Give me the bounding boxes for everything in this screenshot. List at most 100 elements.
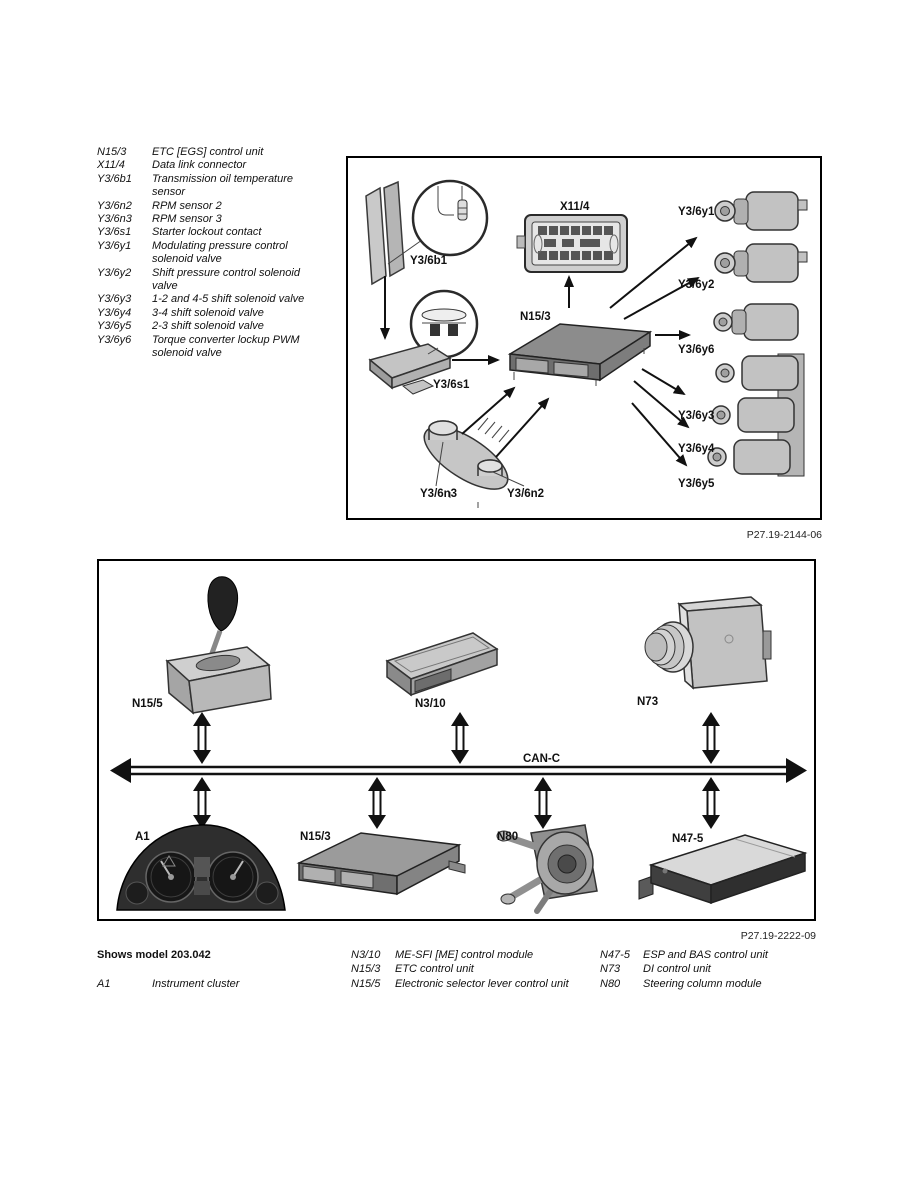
legend-code: N15/5	[351, 977, 381, 990]
label-y3-6s1: Y3/6s1	[433, 379, 470, 391]
label-y3-6y6: Y3/6y6	[678, 344, 714, 356]
y3-6s1-graphic	[368, 289, 479, 395]
legend-code: N15/3	[97, 146, 127, 158]
legend-row: A1 Instrument cluster	[97, 977, 342, 991]
diagram1-svg: Y3/6b1 X11/4	[365, 179, 808, 508]
n15-5-selector-graphic	[165, 576, 272, 715]
n15-3-ecu-graphic-bottom	[296, 832, 466, 896]
diagram-transmission-components: Y3/6b1 X11/4	[346, 156, 822, 520]
label-a1: A1	[135, 831, 150, 843]
y3-6y3-y4-y5-solenoids-graphic	[707, 353, 805, 477]
x11-4-connector-graphic	[516, 214, 628, 273]
legend-code: N80	[600, 977, 621, 990]
legend-desc: RPM sensor 2	[152, 199, 222, 212]
legend-code: N73	[600, 963, 621, 976]
legend-code: Y3/6b1	[97, 172, 132, 185]
label-y3-6y4: Y3/6y4	[678, 443, 715, 455]
legend-row: N15/3 ETC control unit	[351, 962, 596, 976]
bus-connection-arrows	[192, 711, 721, 830]
y3-6b1-sensor-graphic	[365, 179, 489, 286]
legend-code: N15/3	[351, 963, 381, 976]
legend-row: N15/5 Electronic selector lever control u…	[351, 977, 596, 991]
label-n15-5: N15/5	[132, 698, 163, 710]
label-n80: N80	[497, 831, 518, 843]
legend-code: A1	[97, 978, 111, 990]
label-n15-3-bottom: N15/3	[300, 831, 331, 843]
label-n15-3: N15/3	[520, 311, 551, 323]
diagram-can-network: CAN-C N15/5	[97, 559, 816, 921]
legend-code: X11/4	[97, 159, 125, 172]
label-y3-6y3: Y3/6y3	[678, 410, 714, 422]
legend-row: Y3/6n3 RPM sensor 3	[97, 213, 352, 226]
legend-desc: Torque converter lockup PWM solenoid val…	[152, 333, 300, 360]
legend-desc: Steering column module	[643, 977, 762, 990]
legend-code: Y3/6y5	[97, 320, 132, 333]
legend-code: Y3/6y4	[97, 306, 132, 319]
label-y3-6y5: Y3/6y5	[678, 478, 715, 490]
legend-code: N3/10	[351, 949, 381, 961]
label-x11-4: X11/4	[560, 201, 590, 213]
model-note: Shows model 203.042	[97, 949, 211, 961]
signal-arrows	[380, 236, 700, 467]
n73-unit-graphic	[644, 596, 772, 690]
legend-row: X11/4 Data link connector	[97, 159, 352, 172]
legend-code: Y3/6n3	[97, 213, 132, 226]
legend-desc: 3-4 shift solenoid valve	[152, 306, 264, 319]
legend-desc: Data link connector	[152, 159, 247, 172]
a1-cluster-graphic	[116, 824, 286, 911]
y3-6y1-y2-solenoids-graphic	[714, 191, 808, 283]
legend-desc: 1-2 and 4-5 shift solenoid valve	[152, 293, 305, 306]
label-n47-5: N47-5	[672, 833, 704, 845]
legend-row: Y3/6s1 Starter lockout contact	[97, 226, 352, 239]
legend-desc: 2-3 shift solenoid valve	[152, 320, 264, 333]
can-c-bus	[110, 758, 807, 783]
n3-10-module-graphic	[385, 632, 499, 697]
legend-row: N15/3 ETC [EGS] control unit	[97, 146, 352, 159]
legend-desc: ETC control unit	[395, 963, 474, 976]
legend-desc: ETC [EGS] control unit	[152, 146, 264, 158]
legend-desc: Starter lockout contact	[152, 226, 262, 239]
legend-code: Y3/6y3	[97, 293, 132, 306]
legend-desc: RPM sensor 3	[152, 213, 222, 226]
label-n3-10: N3/10	[415, 698, 446, 710]
legend-row: Y3/6y4 3-4 shift solenoid valve	[97, 307, 352, 320]
label-y3-6n3: Y3/6n3	[420, 488, 457, 500]
legend-row: Y3/6y5 2-3 shift solenoid valve	[97, 320, 352, 333]
diagram2-svg: CAN-C N15/5	[110, 576, 808, 914]
label-y3-6b1: Y3/6b1	[410, 255, 448, 267]
legend-desc: Shift pressure control solenoid valve	[152, 266, 300, 293]
legend-desc: Electronic selector lever control unit	[395, 977, 569, 990]
legend-row: N47-5 ESP and BAS control unit	[600, 948, 820, 962]
bottom-legend-col3: N47-5 ESP and BAS control unit N73 DI cont…	[600, 948, 820, 991]
n80-steering-graphic	[496, 824, 598, 914]
n47-5-unit-graphic	[638, 834, 808, 905]
legend-code: Y3/6s1	[97, 226, 132, 239]
legend-row: Y3/6n2 RPM sensor 2	[97, 200, 352, 213]
n15-3-ecu-graphic	[507, 323, 653, 386]
legend-code: Y3/6y1	[97, 239, 132, 252]
diagram2-caption: P27.19-2222-09	[740, 930, 816, 942]
legend-code: Y3/6n2	[97, 199, 132, 212]
legend-row: N73 DI control unit	[600, 962, 820, 976]
legend-desc: Modulating pressure control solenoid val…	[152, 239, 288, 266]
legend-desc: Transmission oil temperature sensor	[152, 172, 294, 199]
legend-desc: Instrument cluster	[152, 978, 240, 990]
label-n73: N73	[637, 696, 658, 708]
legend-code: Y3/6y2	[97, 266, 132, 279]
diagram1-caption: P27.19-2144-06	[746, 529, 822, 541]
legend-code: N47-5	[600, 949, 630, 961]
label-y3-6n2: Y3/6n2	[507, 488, 544, 500]
legend-row: Y3/6y2 Shift pressure control solenoid va…	[97, 267, 352, 294]
y3-6y6-solenoid-graphic	[713, 303, 799, 341]
bottom-legend-col1: Shows model 203.042 A1 Instrument cluste…	[97, 948, 342, 991]
rpm-sensors-graphic	[423, 417, 525, 508]
label-can-c: CAN-C	[523, 753, 560, 765]
legend-desc: ESP and BAS control unit	[643, 949, 768, 961]
legend-row: Y3/6y1 Modulating pressure control soleno…	[97, 240, 352, 267]
legend-desc: DI control unit	[643, 963, 711, 976]
legend-row: Y3/6b1 Transmission oil temperature senso…	[97, 173, 352, 200]
